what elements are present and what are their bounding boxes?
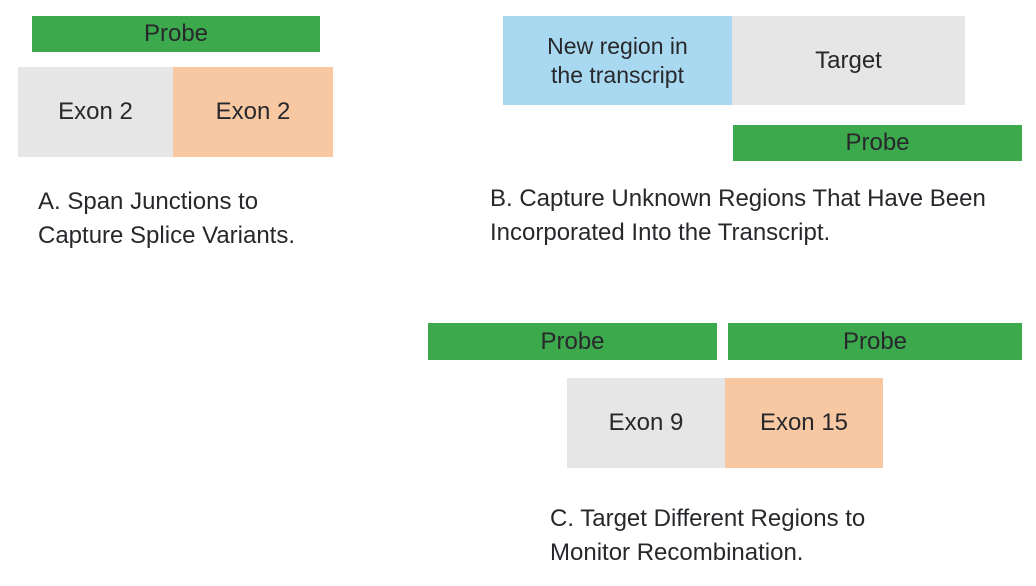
panel-c-exon9-box: Exon 9 bbox=[567, 378, 725, 468]
panel-a-exon2-left-box: Exon 2 bbox=[18, 67, 173, 157]
panel-b-new-region-line2: the transcript bbox=[551, 61, 684, 88]
panel-c-probe-right-label: Probe bbox=[842, 327, 908, 355]
panel-a-exon2-left-label: Exon 2 bbox=[58, 98, 133, 125]
panel-c-exon9-label: Exon 9 bbox=[608, 409, 684, 436]
panel-c-probe-left-label: Probe bbox=[540, 327, 605, 355]
panel-b-probe-label: Probe bbox=[845, 129, 910, 156]
panel-b-new-region-box: New region in the transcript bbox=[503, 16, 732, 105]
panel-b-caption-line2: Incorporated Into the Transcript. bbox=[490, 219, 831, 246]
panel-b-target-box: Target bbox=[732, 16, 965, 105]
panel-b-probe-bar: Probe bbox=[733, 125, 1022, 161]
panel-c-caption-line1: C. Target Different Regions to bbox=[550, 505, 866, 532]
panel-a-exon2-right-box: Exon 2 bbox=[173, 67, 333, 157]
panel-b-new-region-line1: New region in bbox=[547, 32, 688, 59]
panel-a-caption-line2: Capture Splice Variants. bbox=[38, 222, 296, 249]
panel-c-caption: C. Target Different Regions to Monitor R… bbox=[550, 502, 865, 570]
panel-b-caption-line1: B. Capture Unknown Regions That Have Bee… bbox=[490, 185, 986, 212]
panel-b-caption: B. Capture Unknown Regions That Have Bee… bbox=[490, 182, 986, 250]
panel-c-probe-bar-left: Probe bbox=[428, 323, 717, 360]
panel-a-exon2-right-label: Exon 2 bbox=[215, 98, 291, 125]
panel-a-caption-line1: A. Span Junctions to bbox=[38, 188, 259, 215]
panel-c-caption-line2: Monitor Recombination. bbox=[550, 539, 804, 566]
panel-b-target-label: Target bbox=[815, 46, 882, 74]
panel-c-exon15-box: Exon 15 bbox=[725, 378, 883, 468]
panel-c-probe-bar-right: Probe bbox=[728, 323, 1022, 360]
panel-c-exon15-label: Exon 15 bbox=[759, 409, 849, 436]
panel-a-caption: A. Span Junctions to Capture Splice Vari… bbox=[38, 185, 295, 253]
panel-a-probe-bar: Probe bbox=[32, 16, 320, 52]
panel-a-probe-label: Probe bbox=[143, 20, 209, 47]
